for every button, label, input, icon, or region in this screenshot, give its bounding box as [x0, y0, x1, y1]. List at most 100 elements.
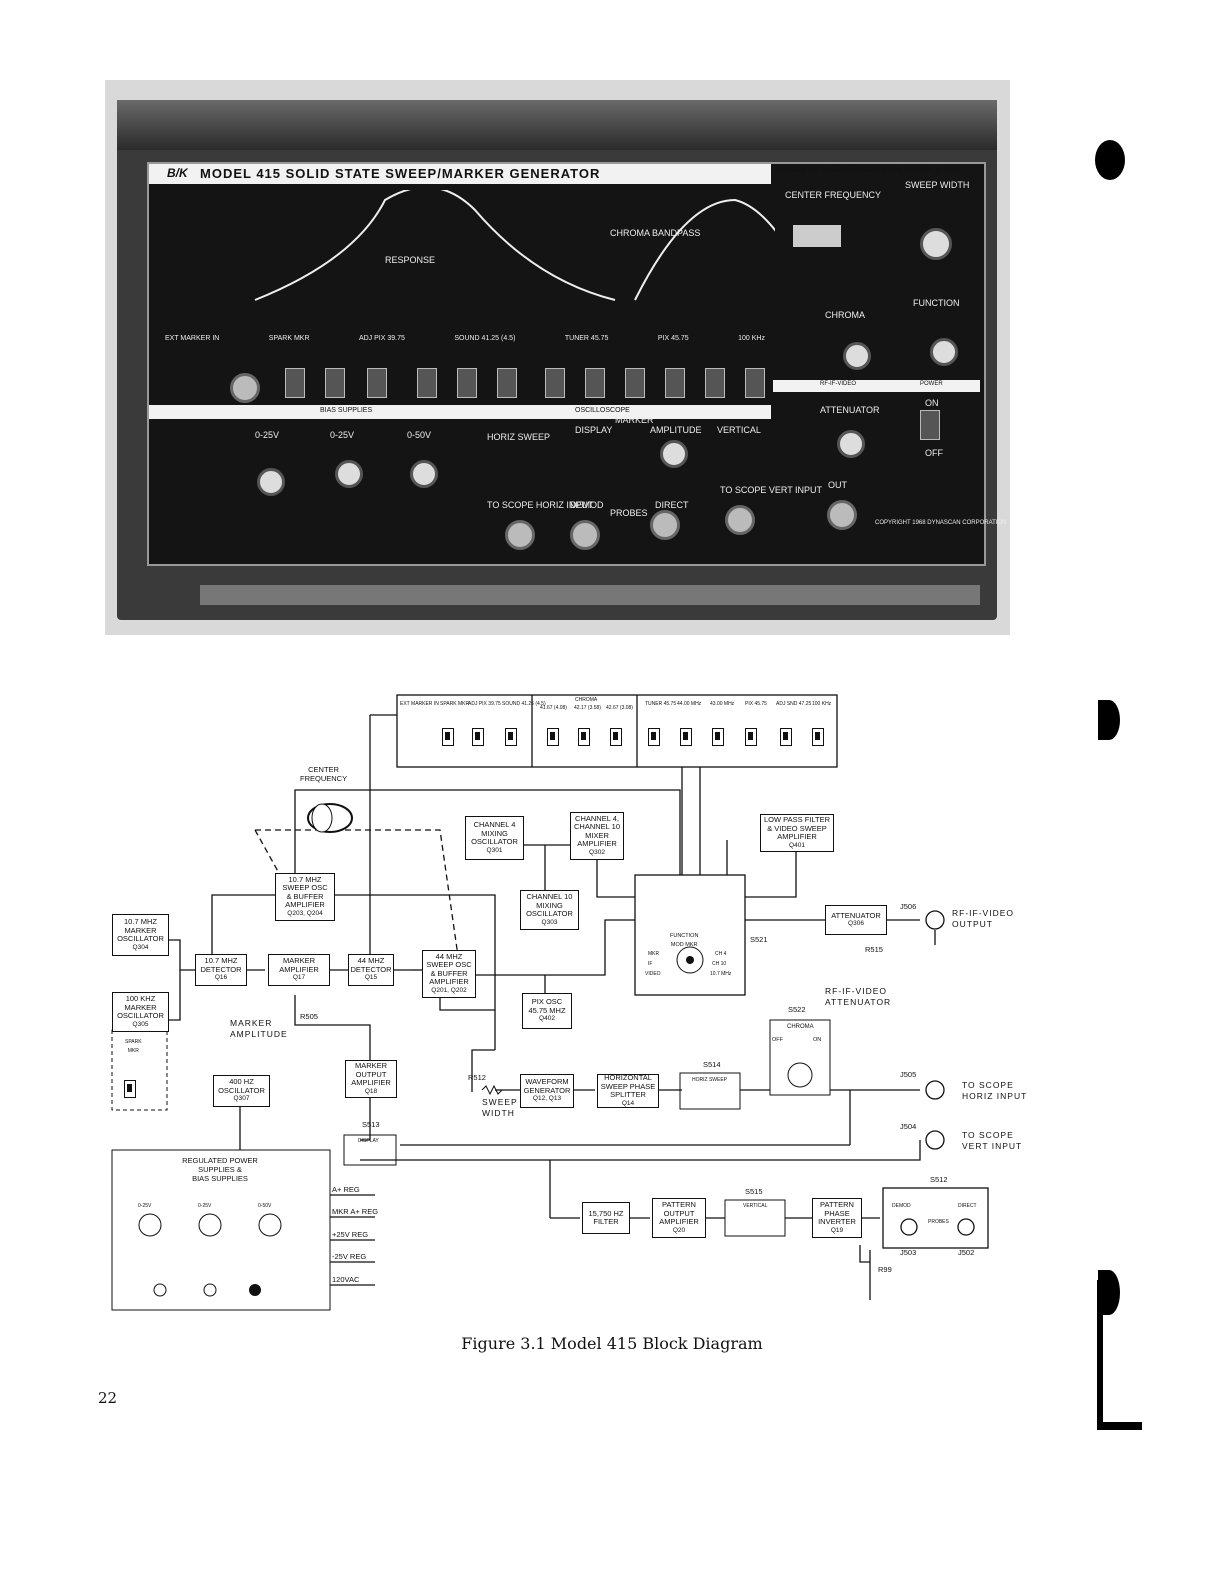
panel-switch-icon [442, 728, 454, 746]
panel-switch-icon [680, 728, 692, 746]
to-scope-horiz-label: TO SCOPE HORIZ INPUT [962, 1080, 1028, 1101]
sweep-width-label: SWEEP WIDTH [905, 180, 970, 190]
rail-label: A+ REG [332, 1185, 360, 1194]
bias-knob [410, 460, 438, 488]
psu-range: 0-25V [138, 1203, 152, 1209]
page-number: 22 [98, 1389, 118, 1407]
panel-switch-icon [610, 728, 622, 746]
power-on-label: ON [925, 398, 939, 408]
rail-label: 120VAC [332, 1275, 360, 1284]
s521-label: S521 [750, 935, 768, 944]
marker-label: TUNER 45.75 [564, 335, 609, 342]
vertical-label: VERTICAL [743, 1203, 768, 1209]
sweep-width-knob [920, 228, 952, 260]
psu-range: 0-50V [258, 1203, 272, 1209]
panel-label: TUNER 45.75 [645, 701, 677, 707]
panel-switch [585, 368, 605, 398]
marker-label: EXT MARKER IN [165, 335, 220, 342]
marker-switch-labels: EXT MARKER IN SPARK MKR ADJ PIX 39.75 SO… [165, 335, 765, 342]
marker-label: SPARK MKR [268, 335, 310, 342]
rf-strip [773, 380, 980, 392]
wiring [111, 694, 989, 1311]
response-curves [254, 190, 775, 301]
panel-switch-icon [547, 728, 559, 746]
oscilloscope-label: OSCILLOSCOPE [575, 407, 630, 414]
r515-label: R515 [865, 945, 883, 954]
block-diagram: EXT MARKER IN SPARK MKR ADJ PIX 39.75 SO… [100, 690, 1040, 1320]
maker-line: A PRODUCT OF DYNASCAN CORPORATION, CHICA… [775, 168, 961, 174]
panel-switch-icon [745, 728, 757, 746]
rf-out-jack [827, 500, 857, 530]
panel-label: 44.00 MHz [677, 701, 702, 707]
panel-switch [497, 368, 517, 398]
panel-switch [625, 368, 645, 398]
panel-label: 42.67 (3.08) [606, 705, 633, 711]
s513-label: S513 [362, 1120, 380, 1129]
s514-label: S514 [703, 1060, 721, 1069]
demod-jack [570, 520, 600, 550]
ext-marker-jack [230, 373, 260, 403]
panel-label: 41.67 (4.08) [540, 705, 567, 711]
marker-amplitude-label: MARKER AMPLITUDE [230, 1018, 288, 1039]
power-label: POWER [920, 381, 943, 387]
chroma-label: CHROMA [825, 310, 865, 320]
power-off-label: OFF [925, 448, 943, 458]
j504-label: J504 [900, 1122, 917, 1131]
copyright-label: COPYRIGHT 1968 DYNASCAN CORPORATION [875, 520, 1007, 526]
function-knob [930, 338, 958, 366]
chroma-bandpass-label: CHROMA BANDPASS [610, 228, 701, 238]
page-edge-bar [1097, 1422, 1142, 1430]
vert-jack [725, 505, 755, 535]
bias-range: 0-50V [407, 430, 432, 440]
panel-switch-icon [712, 728, 724, 746]
chroma-knob [843, 342, 871, 370]
display-label: DISPLAY [575, 425, 613, 435]
panel-switch [545, 368, 565, 398]
rail-label: +25V REG [332, 1230, 369, 1239]
rf-attenuator-label: RF-IF-VIDEO ATTENUATOR [825, 986, 892, 1007]
panel-switch [705, 368, 725, 398]
title-strip [149, 164, 771, 184]
psu-title: REGULATED POWER SUPPLIES & BIAS SUPPLIES [182, 1156, 258, 1183]
panel-label: SPARK MKR [440, 701, 470, 707]
function-label: FUNCTION [913, 298, 960, 308]
panel-switch [417, 368, 437, 398]
horiz-jack [505, 520, 535, 550]
panel-chroma: CHROMA [575, 697, 598, 703]
rail-label: MKR A+ REG [332, 1207, 379, 1216]
marker-label: 100 KHz [738, 335, 765, 342]
center-frequency-dial [793, 225, 841, 247]
rail-label: -25V REG [332, 1252, 367, 1261]
sweep-width-label: SWEEP WIDTH [482, 1097, 518, 1118]
marker-label: PIX 45.75 [657, 335, 689, 342]
demod-label: DEMOD [892, 1203, 911, 1209]
direct-jack [650, 510, 680, 540]
s522-label: S522 [788, 1005, 806, 1014]
panel-label: ADJ SND 47.25 [776, 701, 812, 707]
function-switch-label: FUNCTION MOD MKR [670, 933, 699, 948]
function-pos: 10.7 MHz [710, 971, 732, 977]
rf-if-video-label: RF-IF-VIDEO [820, 381, 856, 387]
direct-label: DIRECT [655, 500, 689, 510]
horiz-sweep-label: HORIZ SWEEP [487, 432, 551, 442]
100khz-switch-icon [124, 1080, 136, 1098]
panel-label: 43.00 MHz [710, 701, 735, 707]
demod-label: DEMOD [570, 500, 604, 510]
attenuator-label: ATTENUATOR [820, 405, 880, 415]
j502-label: J502 [958, 1248, 975, 1257]
response-label: RESPONSE [385, 255, 436, 265]
model-title: MODEL 415 SOLID STATE SWEEP/MARKER GENER… [200, 166, 601, 181]
cabinet-base [200, 585, 980, 605]
panel-label: SOUND 41.25 (4.5) [502, 701, 546, 707]
panel-switch-icon [578, 728, 590, 746]
marker-label: SOUND 41.25 (4.5) [454, 335, 516, 342]
r99-label: R99 [878, 1265, 892, 1274]
panel-switch-icon [472, 728, 484, 746]
